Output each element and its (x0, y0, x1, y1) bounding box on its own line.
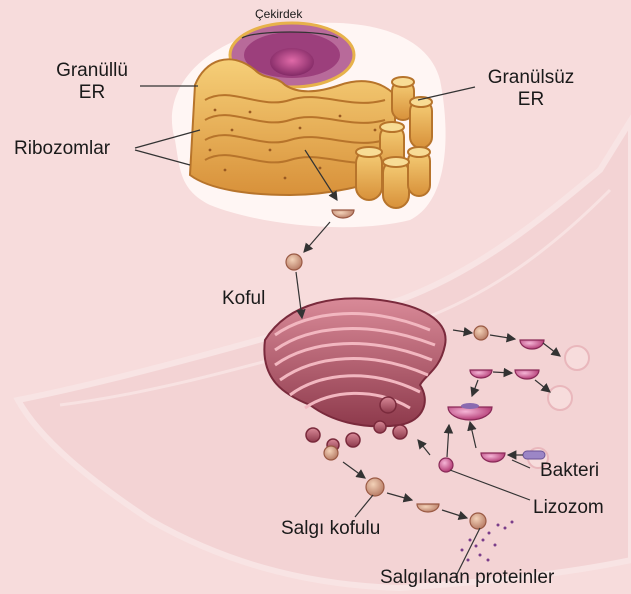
exocytosis-vesicle (470, 513, 486, 529)
nucleolus (270, 48, 314, 76)
golgi-vesicle-2 (474, 326, 488, 340)
rough-er-label-line1: Granüllü (44, 60, 140, 82)
secreted-proteins-label: Salgılanan proteinler (380, 567, 554, 589)
smooth-er-label: Granülsüz ER (470, 67, 592, 111)
vacuole-label: Koful (222, 288, 265, 310)
rough-er-label: Granüllü ER (44, 60, 140, 104)
golgi-vesicle-1 (324, 446, 338, 460)
lysosome-label: Lizozom (533, 497, 604, 519)
vacuole-vesicle (286, 254, 302, 270)
bacteria-cell (523, 451, 545, 459)
secretory-vesicle (366, 478, 384, 496)
secretory-vacuole-label: Salgı kofulu (281, 518, 380, 540)
smooth-er-label-line1: Granülsüz (470, 67, 592, 89)
smooth-er-label-line2: ER (470, 89, 592, 111)
ribosomes-label: Ribozomlar (14, 138, 110, 160)
bacteria-label: Bakteri (540, 460, 599, 482)
nucleus-label: Çekirdek (255, 8, 302, 22)
rough-er-label-line2: ER (44, 82, 140, 104)
